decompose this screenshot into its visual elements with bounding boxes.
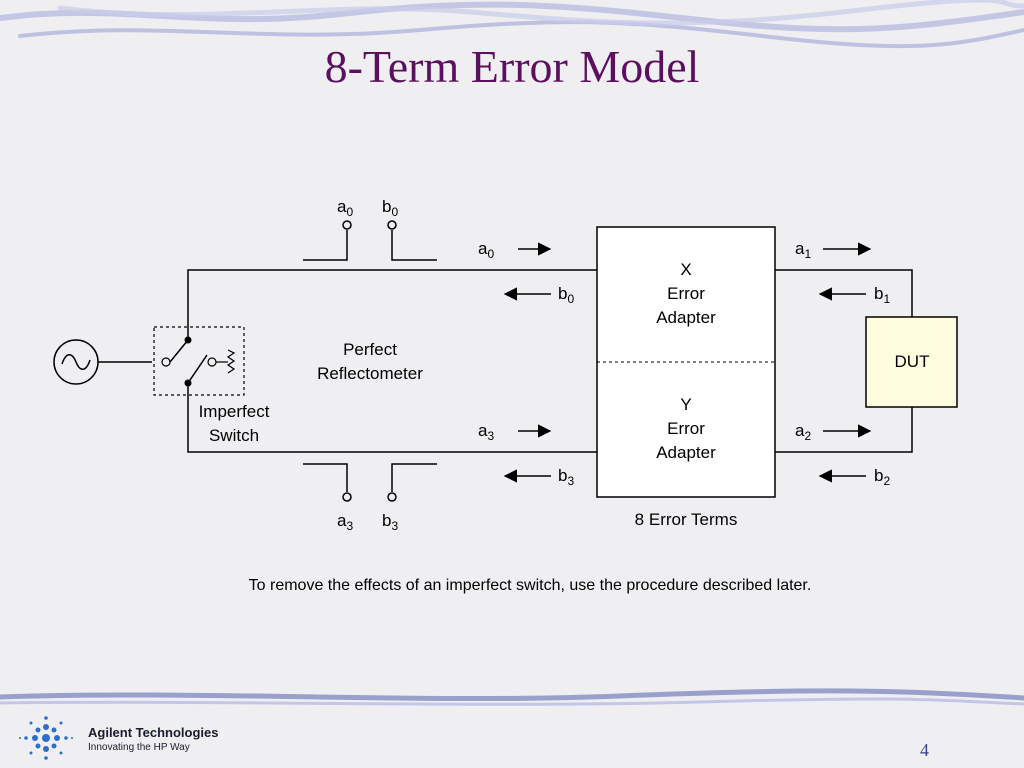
agilent-spark-logo-icon	[19, 716, 73, 760]
y-adapter-line1: Y	[680, 395, 691, 414]
error-terms-label: 8 Error Terms	[635, 510, 738, 529]
coupler-label-a0: a0	[337, 197, 353, 219]
coupler-bottom	[303, 463, 437, 502]
company-name: Agilent Technologies	[88, 725, 219, 740]
slide-title: 8-Term Error Model	[324, 41, 700, 92]
reflectometer-label-line1: Perfect	[343, 340, 397, 359]
y-adapter-line3: Adapter	[656, 443, 716, 462]
coupler-top	[303, 220, 437, 261]
company-tagline: Innovating the HP Way	[88, 742, 190, 753]
reflectometer-label-line2: Reflectometer	[317, 364, 423, 383]
coupler-label-b3: b3	[382, 511, 398, 533]
x-adapter-line2: Error	[667, 284, 705, 303]
wave-label-b1: b1	[874, 284, 890, 306]
imperfect-switch	[153, 326, 245, 396]
coupler-label-a3: a3	[337, 511, 353, 533]
coupler-label-b0: b0	[382, 197, 398, 219]
x-adapter-line3: Adapter	[656, 308, 716, 327]
wave-label-b2: b2	[874, 466, 890, 488]
error-adapter-box	[596, 226, 776, 498]
page-number: 4	[920, 740, 929, 760]
signal-source-icon	[53, 339, 99, 385]
y-adapter-line2: Error	[667, 419, 705, 438]
wave-label-a0: a0	[478, 239, 494, 261]
wave-label-a1: a1	[795, 239, 811, 261]
switch-label-line1: Imperfect	[199, 402, 270, 421]
switch-label-line2: Switch	[209, 426, 259, 445]
wave-label-b0: b0	[558, 284, 574, 306]
slide-caption: To remove the effects of an imperfect sw…	[248, 577, 812, 594]
dut-box	[865, 316, 958, 408]
wave-label-b3: b3	[558, 466, 574, 488]
wave-label-a3: a3	[478, 421, 494, 443]
dut-label: DUT	[895, 352, 930, 371]
x-adapter-line1: X	[680, 260, 691, 279]
wave-label-a2: a2	[795, 421, 811, 443]
